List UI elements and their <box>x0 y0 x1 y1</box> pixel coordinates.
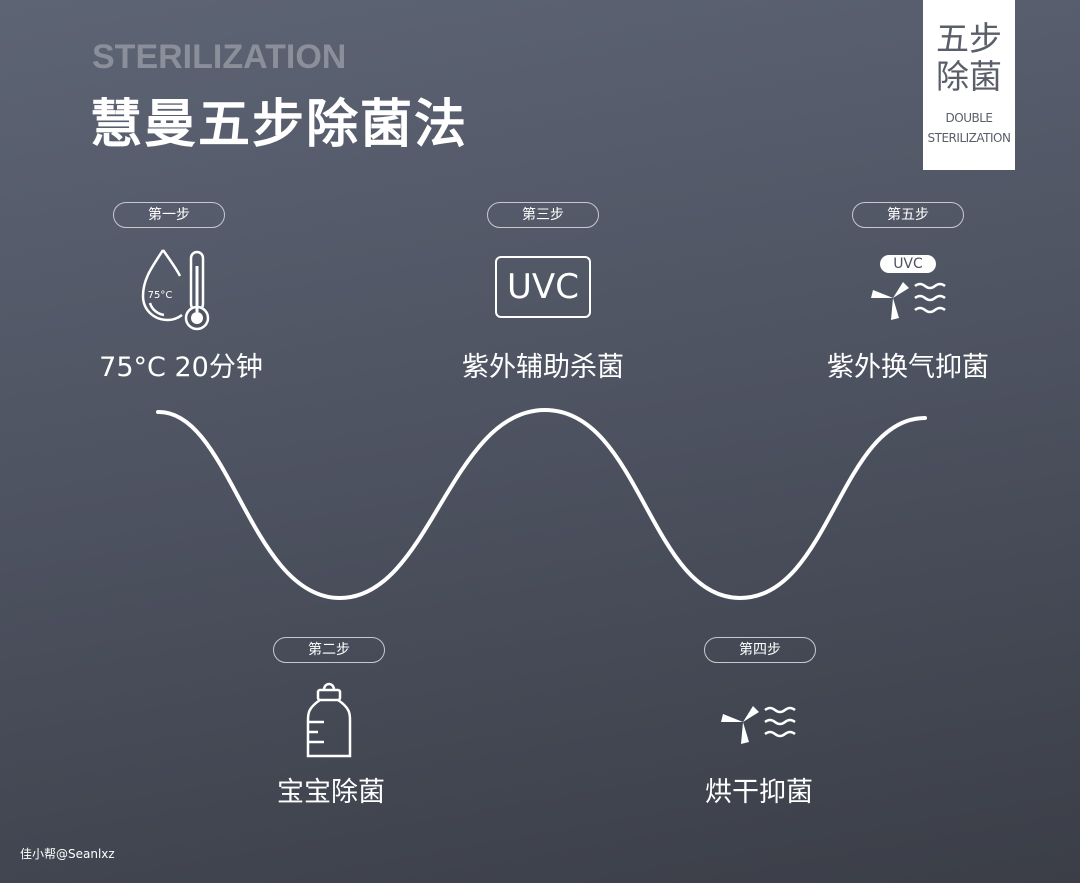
fan-airflow-icon <box>721 706 796 744</box>
watermark-credit: 佳小帮@Seanlxz <box>20 847 115 861</box>
step-4-pill: 第四步 <box>704 637 816 663</box>
uvc-tag-icon: UVC <box>880 255 936 273</box>
page-title: 慧曼五步除菌法 <box>90 95 469 155</box>
badge-cn-line1: 五步 <box>936 19 1002 58</box>
step-2-text: 宝宝除菌 <box>277 777 385 808</box>
step-5-text: 紫外换气抑菌 <box>827 352 989 383</box>
badge-en-line1: DOUBLE <box>945 111 993 125</box>
step-1-pill: 第一步 <box>113 202 225 228</box>
uvc-icon: UVC <box>495 256 591 318</box>
baby-bottle-icon <box>306 682 352 758</box>
five-step-badge: 五步除菌 DOUBLE STERILIZATION <box>923 0 1015 170</box>
step-2-pill: 第二步 <box>273 637 385 663</box>
english-title: STERILIZATION <box>92 38 347 76</box>
thermometer-drop-icon: 75°C <box>141 249 210 331</box>
badge-cn-line2: 除菌 <box>936 57 1002 96</box>
step-1-text: 75°C 20分钟 <box>99 352 263 383</box>
step-5-pill: 第五步 <box>852 202 964 228</box>
step-3-pill: 第三步 <box>487 202 599 228</box>
drop-temp-text: 75°C <box>148 290 173 301</box>
step-4-text: 烘干抑菌 <box>705 777 813 808</box>
fan-airflow-icon <box>871 282 946 320</box>
badge-en-line2: STERILIZATION <box>927 131 1011 145</box>
step-3-text: 紫外辅助杀菌 <box>462 352 624 383</box>
